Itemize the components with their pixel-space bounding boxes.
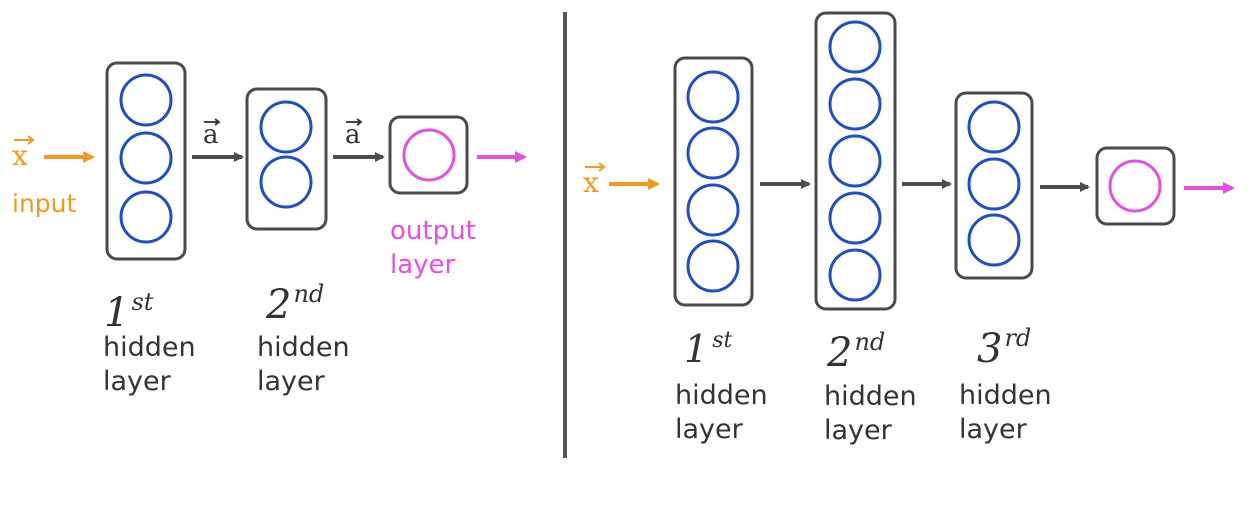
- left-layer2-box: [245, 87, 328, 231]
- left-input-symbol: x: [12, 139, 28, 172]
- neuron: [686, 70, 740, 124]
- right-layer3-label-line2: layer: [959, 414, 1028, 445]
- right-layer1-label-line1: hidden: [675, 380, 768, 411]
- left-layer2-label-line2: layer: [257, 366, 326, 397]
- left-layer1-label-line1: hidden: [103, 332, 196, 363]
- left-activation-vector-arrow-icon: [346, 118, 363, 126]
- neuron: [686, 183, 740, 237]
- right-layer1-label-line2: layer: [675, 414, 744, 445]
- right-layer2-ordinal: 2nd: [826, 328, 885, 376]
- left-output-box: [388, 115, 469, 195]
- ordinal-suffix: nd: [854, 328, 885, 356]
- neuron: [828, 134, 882, 188]
- left-activation-symbol-1: a: [203, 120, 219, 150]
- neuron: [828, 20, 882, 74]
- ordinal-suffix: st: [131, 288, 153, 316]
- left-layer1-ordinal: 1st: [104, 288, 154, 336]
- neuron: [828, 77, 882, 131]
- neuron: [119, 131, 173, 185]
- left-layer1-box: [105, 61, 187, 261]
- right-layer2-label-line1: hidden: [824, 381, 917, 412]
- neuron: [686, 126, 740, 180]
- neuron: [828, 191, 882, 245]
- neuron: [119, 73, 173, 127]
- right-input-vector-arrow-icon: [585, 162, 606, 172]
- left-input-vector-arrow-icon: [14, 135, 35, 145]
- ordinal-number: 1: [104, 290, 129, 336]
- left-output-label-line1: output: [390, 216, 476, 246]
- neuron: [259, 155, 313, 209]
- right-output-box: [1095, 146, 1176, 226]
- left-layer1-label-line2: layer: [103, 366, 172, 397]
- right-input-symbol: x: [583, 166, 599, 199]
- left-input-label: input: [12, 189, 77, 218]
- ordinal-number: 1: [684, 327, 708, 371]
- right-layer3-label-line1: hidden: [959, 380, 1052, 411]
- right-layer3-ordinal: 3rd: [977, 324, 1031, 372]
- neuron: [259, 100, 313, 154]
- neuron: [828, 248, 882, 302]
- neuron: [119, 190, 173, 244]
- ordinal-suffix: st: [712, 328, 732, 353]
- right-layer2-label-line2: layer: [824, 415, 893, 446]
- output-neuron: [1108, 159, 1162, 213]
- ordinal-number: 2: [265, 282, 291, 328]
- neuron: [967, 213, 1021, 267]
- left-layer2-label-line1: hidden: [257, 332, 350, 363]
- right-layer1-box: [673, 56, 754, 307]
- ordinal-number: 2: [826, 330, 852, 376]
- neuron: [967, 157, 1021, 211]
- left-network: x input a a outpu: [12, 61, 527, 397]
- left-layer2-ordinal: 2nd: [265, 280, 324, 328]
- left-activation-vector-arrow-icon: [204, 118, 221, 126]
- neuron: [686, 239, 740, 293]
- ordinal-suffix: rd: [1004, 324, 1031, 352]
- left-output-label-line2: layer: [390, 250, 456, 280]
- output-neuron: [402, 128, 456, 182]
- ordinal-suffix: nd: [293, 280, 324, 308]
- right-layer2-box: [814, 11, 897, 311]
- neuron: [967, 100, 1021, 154]
- left-activation-symbol-2: a: [345, 120, 361, 150]
- ordinal-number: 3: [977, 326, 1002, 372]
- right-layer3-box: [954, 91, 1034, 280]
